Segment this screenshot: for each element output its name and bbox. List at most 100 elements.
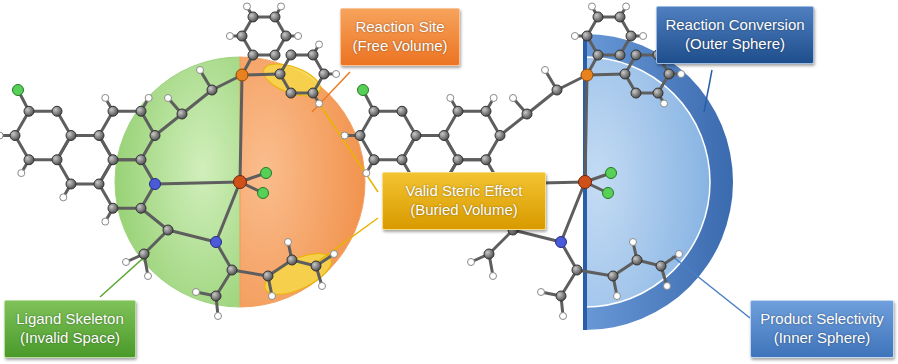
- carbon-atom: [281, 31, 291, 41]
- hydrogen-atom: [165, 95, 172, 102]
- carbon-atom: [397, 155, 407, 165]
- callout-box: Reaction Conversion (Outer Sphere): [656, 6, 814, 64]
- leader-line: [312, 218, 378, 266]
- chemical-bond: [240, 75, 242, 182]
- chlorine-atom: [358, 85, 369, 96]
- carbon-atom: [626, 31, 636, 41]
- carbon-atom: [656, 261, 666, 271]
- chlorine-atom: [603, 188, 614, 199]
- carbon-atom: [270, 50, 280, 60]
- buried-volume-patch: [259, 245, 337, 303]
- leader-line: [310, 90, 378, 192]
- carbon-atom: [556, 291, 566, 301]
- hydrogen-atom: [664, 283, 671, 290]
- hydrogen-atom: [614, 293, 621, 300]
- carbon-atom: [139, 249, 149, 259]
- hydrogen-atom: [676, 251, 683, 258]
- carbon-atom: [552, 85, 562, 95]
- hydrogen-atom: [123, 259, 130, 266]
- hydrogen-atom: [295, 33, 302, 40]
- hydrogen-atom: [510, 95, 517, 102]
- hydrogen-atom: [640, 33, 647, 40]
- reaction-hemisphere: [240, 57, 365, 307]
- carbon-atom: [572, 265, 582, 275]
- carbon-atom: [453, 155, 463, 165]
- chemical-bond: [182, 90, 212, 114]
- carbon-atom: [369, 106, 379, 116]
- carbon-atom: [481, 155, 491, 165]
- carbon-atom: [52, 106, 62, 116]
- hydrogen-atom: [333, 71, 340, 78]
- molecule: [0, 3, 340, 320]
- carbon-atom: [66, 131, 76, 141]
- carbon-atom: [94, 179, 104, 189]
- chlorine-atom: [606, 168, 617, 179]
- hydrogen-atom: [341, 132, 348, 139]
- hydrogen-atom: [623, 3, 630, 10]
- carbon-atom: [286, 50, 296, 60]
- callout-box: Ligand Skeleton (Invalid Space): [4, 300, 136, 358]
- hydrogen-atom: [560, 313, 567, 320]
- carbon-atom: [397, 106, 407, 116]
- chemical-bond: [561, 182, 585, 242]
- carbon-atom: [664, 69, 674, 79]
- carbon-atom: [631, 88, 641, 98]
- chlorine-atom: [13, 85, 24, 96]
- carbon-atom: [275, 69, 285, 79]
- chemical-bond: [168, 230, 216, 242]
- carbon-atom: [319, 69, 329, 79]
- hydrogen-atom: [630, 239, 637, 246]
- carbon-atom: [237, 31, 247, 41]
- hydrogen-atom: [331, 251, 338, 258]
- carbon-atom: [593, 12, 603, 22]
- nitrogen-atom: [150, 179, 161, 190]
- carbon-atom: [270, 12, 280, 22]
- carbon-atom: [163, 225, 173, 235]
- leader-line: [672, 256, 750, 318]
- hydrogen-atom: [588, 3, 595, 10]
- hydrogen-atom: [363, 170, 370, 177]
- carbon-atom: [108, 155, 118, 165]
- carbon-atom: [108, 106, 118, 116]
- molecule: [341, 3, 684, 320]
- chemical-bond: [513, 230, 561, 242]
- carbon-atom: [355, 131, 365, 141]
- carbon-atom: [632, 255, 642, 265]
- hydrogen-atom: [316, 41, 323, 48]
- hydrogen-atom: [243, 3, 250, 10]
- carbon-atom: [286, 88, 296, 98]
- hydrogen-atom: [0, 132, 3, 139]
- hydrogen-atom: [269, 293, 276, 300]
- carbon-atom: [439, 131, 449, 141]
- carbon-atom: [615, 50, 625, 60]
- hydrogen-atom: [145, 94, 152, 101]
- carbon-atom: [52, 155, 62, 165]
- phosphorus-atom: [581, 69, 593, 81]
- hydrogen-atom: [661, 100, 668, 107]
- carbon-atom: [631, 50, 641, 60]
- carbon-atom: [484, 249, 494, 259]
- carbon-atom: [24, 106, 34, 116]
- carbon-atom: [136, 203, 146, 213]
- inner-sphere: [585, 57, 710, 307]
- hydrogen-atom: [193, 289, 200, 296]
- carbon-atom: [311, 261, 321, 271]
- callout-text: Ligand Skeleton (Invalid Space): [13, 310, 127, 348]
- hydrogen-atom: [468, 259, 475, 266]
- carbon-atom: [608, 271, 618, 281]
- carbon-atom: [495, 131, 505, 141]
- carbon-atom: [593, 50, 603, 60]
- carbon-atom: [66, 179, 76, 189]
- metal-atom: [234, 176, 247, 189]
- hydrogen-atom: [215, 313, 222, 320]
- carbon-atom: [653, 88, 663, 98]
- carbon-atom: [177, 109, 187, 119]
- carbon-atom: [150, 131, 160, 141]
- hydrogen-atom: [319, 283, 326, 290]
- carbon-atom: [94, 131, 104, 141]
- carbon-atom: [207, 85, 217, 95]
- hydrogen-atom: [102, 218, 109, 225]
- carbon-atom: [136, 155, 146, 165]
